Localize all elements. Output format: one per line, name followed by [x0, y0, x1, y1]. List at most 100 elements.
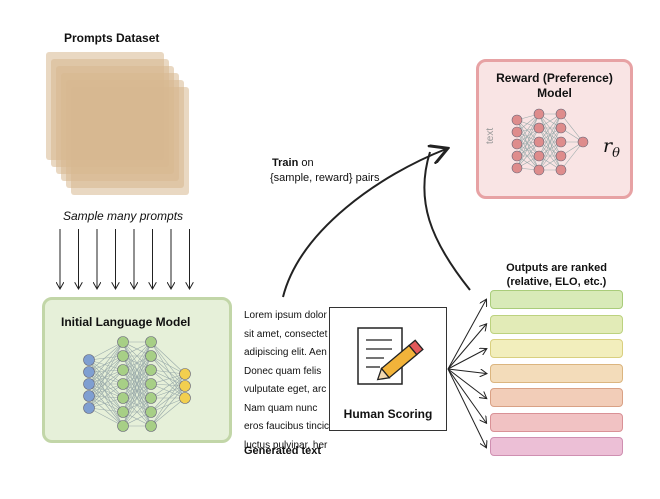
network-node	[533, 164, 545, 176]
ranked-output-bar	[490, 290, 623, 309]
network-edge	[516, 141, 540, 169]
network-node	[555, 122, 567, 134]
train-arrow	[282, 149, 446, 298]
network-edge	[88, 369, 124, 385]
network-edge	[516, 143, 540, 171]
network-edge	[88, 383, 124, 413]
lm-title: Initial Language Model	[61, 315, 191, 329]
network-edge	[150, 397, 186, 413]
network-node	[117, 392, 129, 404]
network-node	[117, 420, 129, 432]
generated-text-line: Nam quam nunc	[244, 402, 318, 414]
network-edge	[150, 373, 186, 427]
network-edge	[516, 131, 540, 171]
reward-input-label: text	[485, 127, 496, 144]
ranked-output-bar	[490, 437, 623, 456]
reward-network-icon	[511, 108, 589, 176]
network-edge	[150, 341, 186, 387]
network-edge	[150, 373, 186, 413]
network-edge	[150, 373, 186, 399]
network-node	[511, 126, 523, 138]
network-node	[145, 406, 157, 418]
ranked-output-bar	[490, 363, 623, 383]
network-edge	[538, 141, 562, 171]
network-node	[555, 164, 567, 176]
network-edge	[150, 397, 186, 427]
generated-text-line: adipiscing elit. Aen	[244, 347, 327, 358]
network-edge	[538, 113, 562, 143]
network-edge	[88, 355, 124, 385]
network-node	[533, 108, 545, 120]
network-edge	[516, 127, 540, 157]
prompt-card	[71, 87, 189, 195]
network-node	[555, 150, 567, 162]
generated-text-line: Lorem ipsum dolor	[244, 310, 327, 321]
network-node	[511, 162, 523, 174]
reward-symbol: rθ	[603, 135, 620, 161]
network-node	[145, 378, 157, 390]
rank-arrow	[447, 325, 486, 370]
network-edge	[88, 341, 124, 373]
network-edge	[88, 371, 124, 427]
network-node	[145, 350, 157, 362]
network-node	[555, 108, 567, 120]
network-edge	[88, 383, 124, 397]
network-edge	[122, 341, 152, 399]
network-edge	[150, 385, 186, 399]
network-node	[83, 378, 95, 390]
rank-arrow	[447, 349, 486, 370]
generated-text-line: vulputate eget, arc	[244, 384, 327, 395]
ranked-output-bar	[490, 388, 623, 407]
network-edge	[150, 385, 186, 427]
network-node	[533, 150, 545, 162]
network-edge	[538, 113, 562, 171]
network-edge	[150, 341, 186, 399]
train-arrow-curve	[423, 151, 471, 291]
ranked-output-bar	[490, 339, 623, 358]
rank-arrow	[447, 368, 486, 374]
network-edge	[122, 397, 152, 427]
outputs-title-line2: (relative, ELO, etc.)	[506, 276, 607, 288]
network-edge	[88, 341, 124, 361]
reward-symbol-theta: θ	[612, 145, 620, 161]
network-edge	[538, 127, 562, 171]
generated-text-label: Generated text	[244, 445, 322, 457]
network-node	[117, 336, 129, 348]
network-edge	[150, 341, 186, 375]
network-node	[117, 364, 129, 376]
network-edge	[516, 113, 540, 157]
network-edge	[516, 127, 540, 169]
train-pairs-label: {sample, reward} pairs	[270, 172, 380, 184]
network-edge	[88, 395, 124, 413]
network-edge	[88, 355, 124, 409]
network-edge	[88, 359, 124, 371]
network-edge	[88, 371, 124, 385]
reward-model-box: Reward (Preference) Model text rθ	[476, 59, 633, 199]
network-node	[179, 380, 191, 392]
ranking-arrows	[447, 300, 486, 447]
network-edge	[538, 113, 562, 157]
reward-symbol-r: r	[603, 135, 613, 157]
network-edge	[88, 369, 124, 397]
prompts-stack	[46, 52, 198, 200]
network-node	[145, 336, 157, 348]
network-edge	[150, 385, 186, 413]
network-edge	[88, 341, 124, 385]
network-node	[179, 392, 191, 404]
network-edge	[88, 359, 124, 385]
network-edge	[88, 355, 124, 397]
network-edge	[150, 369, 186, 399]
network-node	[117, 350, 129, 362]
human-scoring-box: Human Scoring	[329, 307, 447, 431]
network-edge	[88, 397, 124, 409]
network-edge	[150, 355, 186, 399]
initial-language-model-box: Initial Language Model	[42, 297, 232, 443]
network-edge	[122, 341, 152, 385]
ranked-output-bar	[490, 412, 623, 432]
network-edge	[150, 355, 186, 387]
rank-arrow	[447, 368, 486, 423]
network-edge	[122, 369, 152, 427]
network-node	[533, 136, 545, 148]
